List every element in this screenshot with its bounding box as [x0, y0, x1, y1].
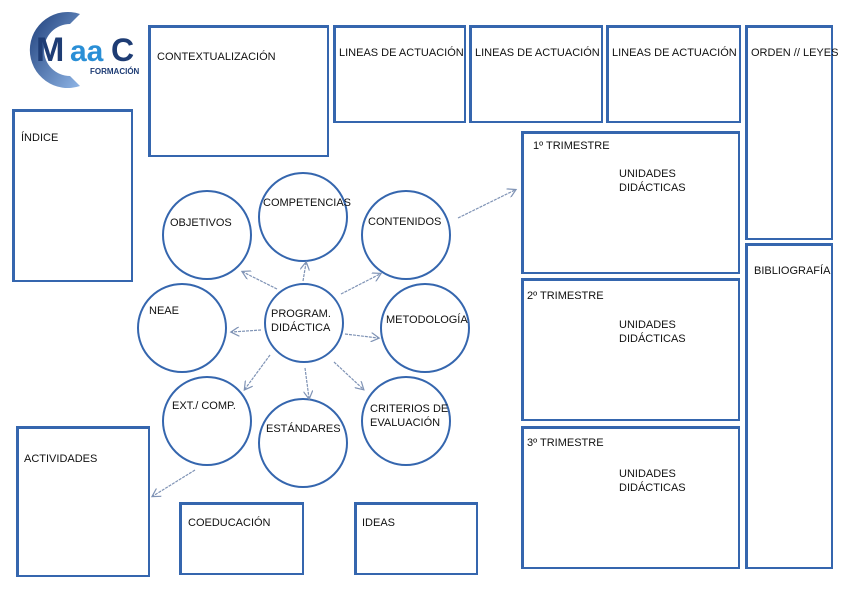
didacticas-label: DIDÁCTICAS — [619, 333, 686, 345]
bibliografia-label: BIBLIOGRAFÍA — [754, 265, 831, 277]
arrow — [153, 469, 196, 496]
orden-leyes-box: ORDEN // LEYES — [745, 25, 838, 240]
competencias-circle — [258, 172, 348, 262]
arrow — [333, 361, 363, 389]
arrow — [232, 330, 262, 332]
didactica-label: DIDÁCTICA — [271, 322, 331, 334]
neae-label: NEAE — [149, 305, 179, 317]
svg-text:C: C — [111, 32, 134, 68]
metodologia-circle — [380, 283, 470, 373]
ext-comp-label: EXT./ COMP. — [172, 400, 236, 412]
unidades-label: UNIDADES — [619, 468, 676, 480]
criterios-circle — [361, 376, 451, 466]
trimestre-2-box: 2º TRIMESTRE UNIDADES DIDÁCTICAS — [521, 278, 740, 421]
trimestre-1-box: 1º TRIMESTRE UNIDADES DIDÁCTICAS — [521, 131, 740, 274]
metodologia-label: METODOLOGÍA — [386, 314, 468, 326]
unidades-label: UNIDADES — [619, 319, 676, 331]
ideas-label: IDEAS — [362, 517, 396, 529]
svg-text:M: M — [36, 31, 64, 69]
objetivos-circle — [162, 190, 252, 280]
objetivos-label: OBJETIVOS — [170, 217, 232, 229]
competencias-label: COMPETENCIAS — [263, 197, 352, 209]
svg-text:FORMACIÓN: FORMACIÓN — [90, 67, 140, 76]
evaluacion-label: EVALUACIÓN — [370, 417, 441, 429]
arrow — [344, 334, 378, 338]
ideas-box: IDEAS — [354, 502, 478, 575]
maac-logo: M aa C FORMACIÓN — [8, 4, 143, 94]
trimestre-title: 2º TRIMESTRE — [527, 290, 604, 302]
didacticas-label: DIDÁCTICAS — [619, 482, 686, 494]
lineas-actuacion-box-2: LINEAS DE ACTUACIÓN — [469, 25, 603, 123]
actividades-box: ACTIVIDADES — [16, 426, 150, 577]
trimestre-title: 3º TRIMESTRE — [527, 437, 604, 449]
indice-label: ÍNDICE — [21, 132, 59, 144]
arrow — [305, 367, 309, 398]
arrow — [457, 190, 515, 219]
contenidos-circle — [361, 190, 451, 280]
svg-text:aa: aa — [70, 35, 104, 68]
trimestre-3-box: 3º TRIMESTRE UNIDADES DIDÁCTICAS — [521, 426, 740, 569]
contenidos-label: CONTENIDOS — [368, 216, 442, 228]
ext-comp-circle — [162, 376, 252, 466]
lineas-actuacion-label: LINEAS DE ACTUACIÓN — [475, 47, 600, 59]
contextualizacion-box: CONTEXTUALIZACIÓN — [148, 25, 329, 157]
arrow — [245, 354, 271, 389]
arrow — [340, 274, 380, 295]
contextualizacion-label: CONTEXTUALIZACIÓN — [157, 51, 276, 63]
unidades-label: UNIDADES — [619, 168, 676, 180]
criterios-label: CRITERIOS DE — [370, 403, 449, 415]
arrow — [243, 272, 278, 290]
trimestre-title: 1º TRIMESTRE — [533, 140, 610, 152]
actividades-label: ACTIVIDADES — [24, 453, 98, 465]
coeducacion-label: COEDUCACIÓN — [188, 517, 271, 529]
estandares-circle — [258, 398, 348, 488]
lineas-actuacion-box-1: LINEAS DE ACTUACIÓN — [333, 25, 466, 123]
arrow — [303, 263, 306, 282]
program-label: PROGRAM. — [271, 308, 331, 320]
program-didactica-circle — [264, 283, 344, 363]
indice-box: ÍNDICE — [12, 109, 133, 282]
lineas-actuacion-box-3: LINEAS DE ACTUACIÓN — [606, 25, 741, 123]
didacticas-label: DIDÁCTICAS — [619, 182, 686, 194]
neae-circle — [137, 283, 227, 373]
bibliografia-box: BIBLIOGRAFÍA — [745, 243, 833, 569]
lineas-actuacion-label: LINEAS DE ACTUACIÓN — [339, 47, 464, 59]
lineas-actuacion-label: LINEAS DE ACTUACIÓN — [612, 47, 737, 59]
orden-leyes-label: ORDEN // LEYES — [751, 47, 839, 59]
coeducacion-box: COEDUCACIÓN — [179, 502, 304, 575]
estandares-label: ESTÁNDARES — [266, 423, 341, 435]
